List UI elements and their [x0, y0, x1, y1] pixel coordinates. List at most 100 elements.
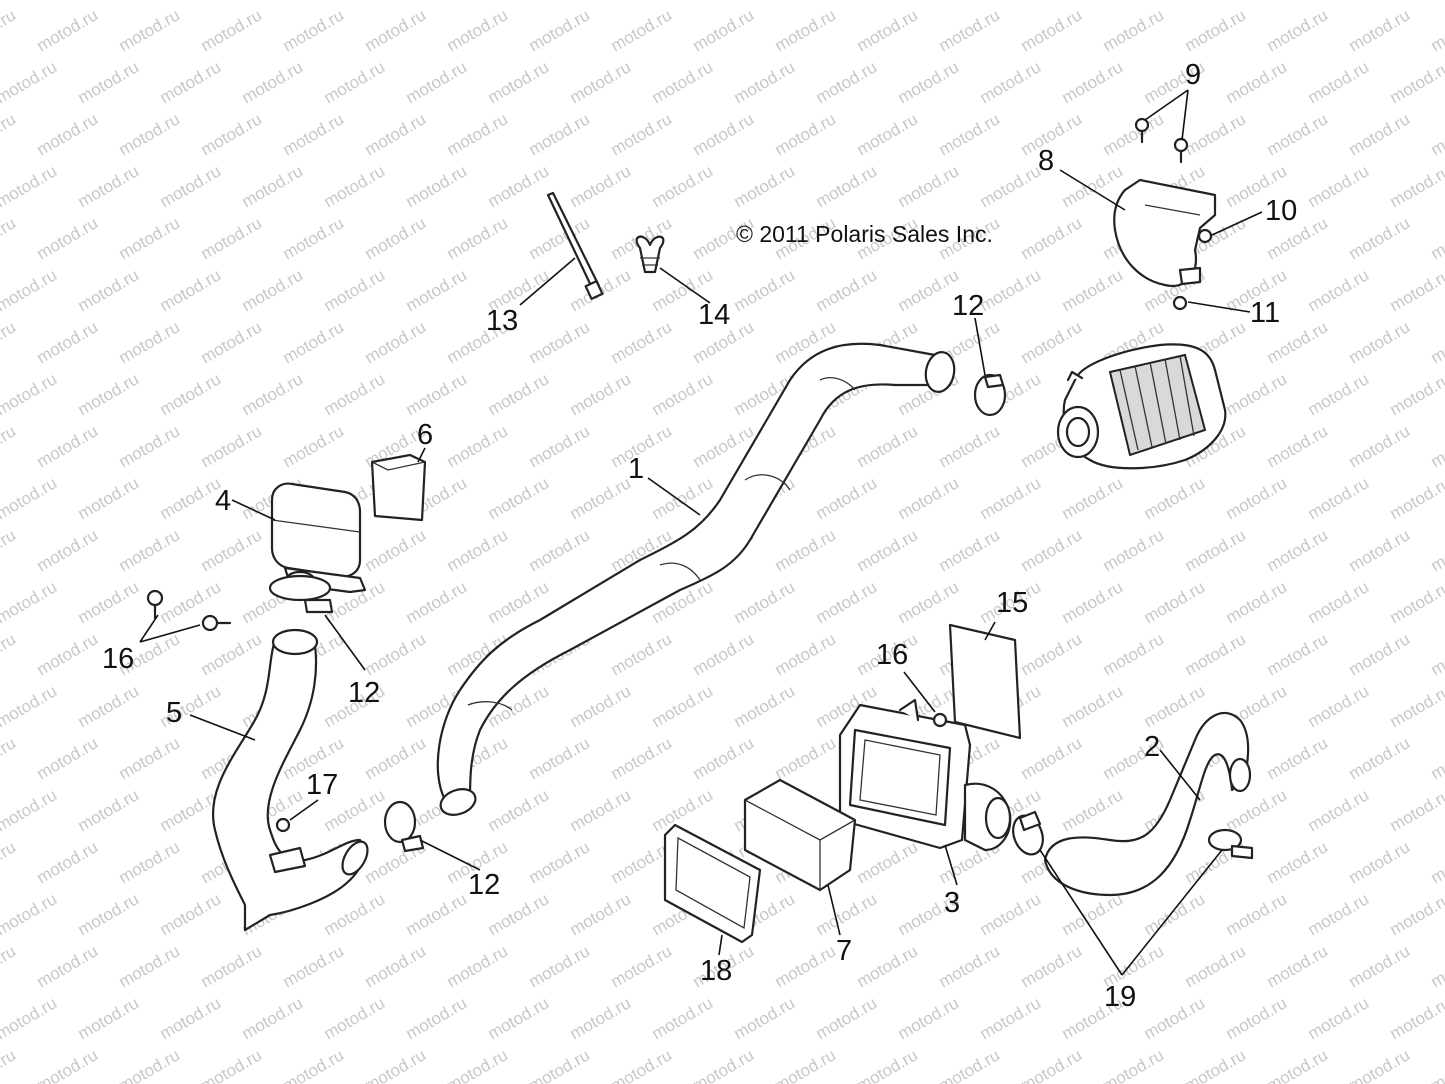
watermark-text: motod.ru: [362, 525, 430, 575]
watermark-text: motod.ru: [34, 421, 102, 471]
watermark-text: motod.ru: [1387, 57, 1445, 107]
watermark-text: motod.ru: [362, 1045, 430, 1084]
watermark-text: motod.ru: [1387, 161, 1445, 211]
callout-18: 18: [700, 955, 732, 987]
watermark-text: motod.ru: [649, 473, 717, 523]
watermark-text: motod.ru: [813, 889, 881, 939]
watermark-text: motod.ru: [526, 525, 594, 575]
watermark-text: motod.ru: [1059, 889, 1127, 939]
watermark-text: motod.ru: [321, 265, 389, 315]
watermark-text: motod.ru: [567, 161, 635, 211]
watermark-text: motod.ru: [157, 889, 225, 939]
watermark-text: motod.ru: [116, 733, 184, 783]
watermark-text: motod.ru: [1018, 5, 1086, 55]
watermark-text: motod.ru: [977, 265, 1045, 315]
watermark-text: motod.ru: [280, 941, 348, 991]
watermark-text: motod.ru: [608, 629, 676, 679]
watermark-text: motod.ru: [444, 941, 512, 991]
watermark-text: motod.ru: [977, 161, 1045, 211]
watermark-text: motod.ru: [1346, 941, 1414, 991]
watermark-text: motod.ru: [1305, 369, 1373, 419]
watermark-text: motod.ru: [772, 525, 840, 575]
watermark-text: motod.ru: [75, 993, 143, 1043]
watermark-text: motod.ru: [321, 0, 389, 3]
watermark-text: motod.ru: [649, 0, 717, 3]
watermark-text: motod.ru: [0, 109, 19, 159]
callout-labels: 1 2 3 4 5 6 7 8 9 10 11 12 12 12 13 14 1…: [102, 59, 1297, 1013]
hose-clamp-part-19-right: [1207, 828, 1254, 860]
outlet-hose-part-2: [1043, 711, 1252, 897]
watermark-text: motod.ru: [649, 993, 717, 1043]
watermark-text: motod.ru: [1305, 889, 1373, 939]
watermark-text: motod.ru: [157, 265, 225, 315]
watermark-text: motod.ru: [1223, 577, 1291, 627]
watermark-text: motod.ru: [1346, 837, 1414, 887]
watermark-text: motod.ru: [0, 837, 19, 887]
watermark-text: motod.ru: [731, 0, 799, 3]
hose-clamp-part-19-left: [1012, 810, 1044, 856]
watermark-text: motod.ru: [895, 57, 963, 107]
watermark-text: motod.ru: [485, 369, 553, 419]
hose-clamp-part-12-top: [973, 373, 1007, 417]
watermark-text: motod.ru: [977, 993, 1045, 1043]
watermark-text: motod.ru: [198, 525, 266, 575]
watermark-text: motod.ru: [1059, 0, 1127, 3]
watermark-text: motod.ru: [0, 733, 19, 783]
watermark-text: motod.ru: [936, 5, 1004, 55]
watermark-text: motod.ru: [1059, 577, 1127, 627]
watermark-text: motod.ru: [403, 0, 471, 3]
watermark-text: motod.ru: [362, 109, 430, 159]
callout-13: 13: [486, 305, 518, 337]
watermark-text: motod.ru: [485, 993, 553, 1043]
watermark-text: motod.ru: [239, 161, 307, 211]
watermark-text: motod.ru: [1018, 733, 1086, 783]
watermark-text: motod.ru: [1264, 941, 1332, 991]
watermark-text: motod.ru: [239, 0, 307, 3]
watermark-text: motod.ru: [1264, 733, 1332, 783]
callout-12-left: 12: [348, 677, 380, 709]
watermark-text: motod.ru: [0, 161, 60, 211]
watermark-text: motod.ru: [731, 681, 799, 731]
watermark-text: motod.ru: [1264, 1045, 1332, 1084]
watermark-text: motod.ru: [608, 941, 676, 991]
watermark-text: motod.ru: [854, 1045, 922, 1084]
watermark-text: motod.ru: [772, 733, 840, 783]
watermark-text: motod.ru: [526, 5, 594, 55]
watermark-text: motod.ru: [280, 109, 348, 159]
watermark-text: motod.ru: [75, 785, 143, 835]
watermark-text: motod.ru: [1141, 577, 1209, 627]
watermark-text: motod.ru: [116, 213, 184, 263]
watermark-text: motod.ru: [198, 213, 266, 263]
watermark-text: motod.ru: [239, 369, 307, 419]
watermark-text: motod.ru: [1428, 317, 1445, 367]
watermark-text: motod.ru: [321, 993, 389, 1043]
watermark-text: motod.ru: [321, 57, 389, 107]
watermark-text: motod.ru: [854, 109, 922, 159]
watermark-text: motod.ru: [116, 5, 184, 55]
filter-element-part-7: [743, 778, 857, 892]
watermark-text: motod.ru: [75, 57, 143, 107]
watermark-text: motod.ru: [1141, 889, 1209, 939]
watermark-text: motod.ru: [280, 317, 348, 367]
watermark-text: motod.ru: [34, 5, 102, 55]
watermark-text: motod.ru: [1305, 161, 1373, 211]
watermark-text: motod.ru: [731, 993, 799, 1043]
watermark-text: motod.ru: [34, 213, 102, 263]
watermark-text: motod.ru: [403, 265, 471, 315]
watermark-text: motod.ru: [1264, 525, 1332, 575]
watermark-text: motod.ru: [1100, 629, 1168, 679]
watermark-text: motod.ru: [1387, 265, 1445, 315]
watermark-text: motod.ru: [362, 317, 430, 367]
watermark-text: motod.ru: [608, 5, 676, 55]
watermark-text: motod.ru: [936, 1045, 1004, 1084]
watermark-text: motod.ru: [567, 785, 635, 835]
watermark-text: motod.ru: [731, 161, 799, 211]
watermark-text: motod.ru: [1223, 785, 1291, 835]
watermark-text: motod.ru: [75, 681, 143, 731]
watermark-text: motod.ru: [0, 941, 19, 991]
watermark-text: motod.ru: [362, 629, 430, 679]
watermark-text: motod.ru: [1182, 5, 1250, 55]
watermark-text: motod.ru: [895, 473, 963, 523]
watermark-text: motod.ru: [444, 1045, 512, 1084]
watermark-text: motod.ru: [198, 1045, 266, 1084]
